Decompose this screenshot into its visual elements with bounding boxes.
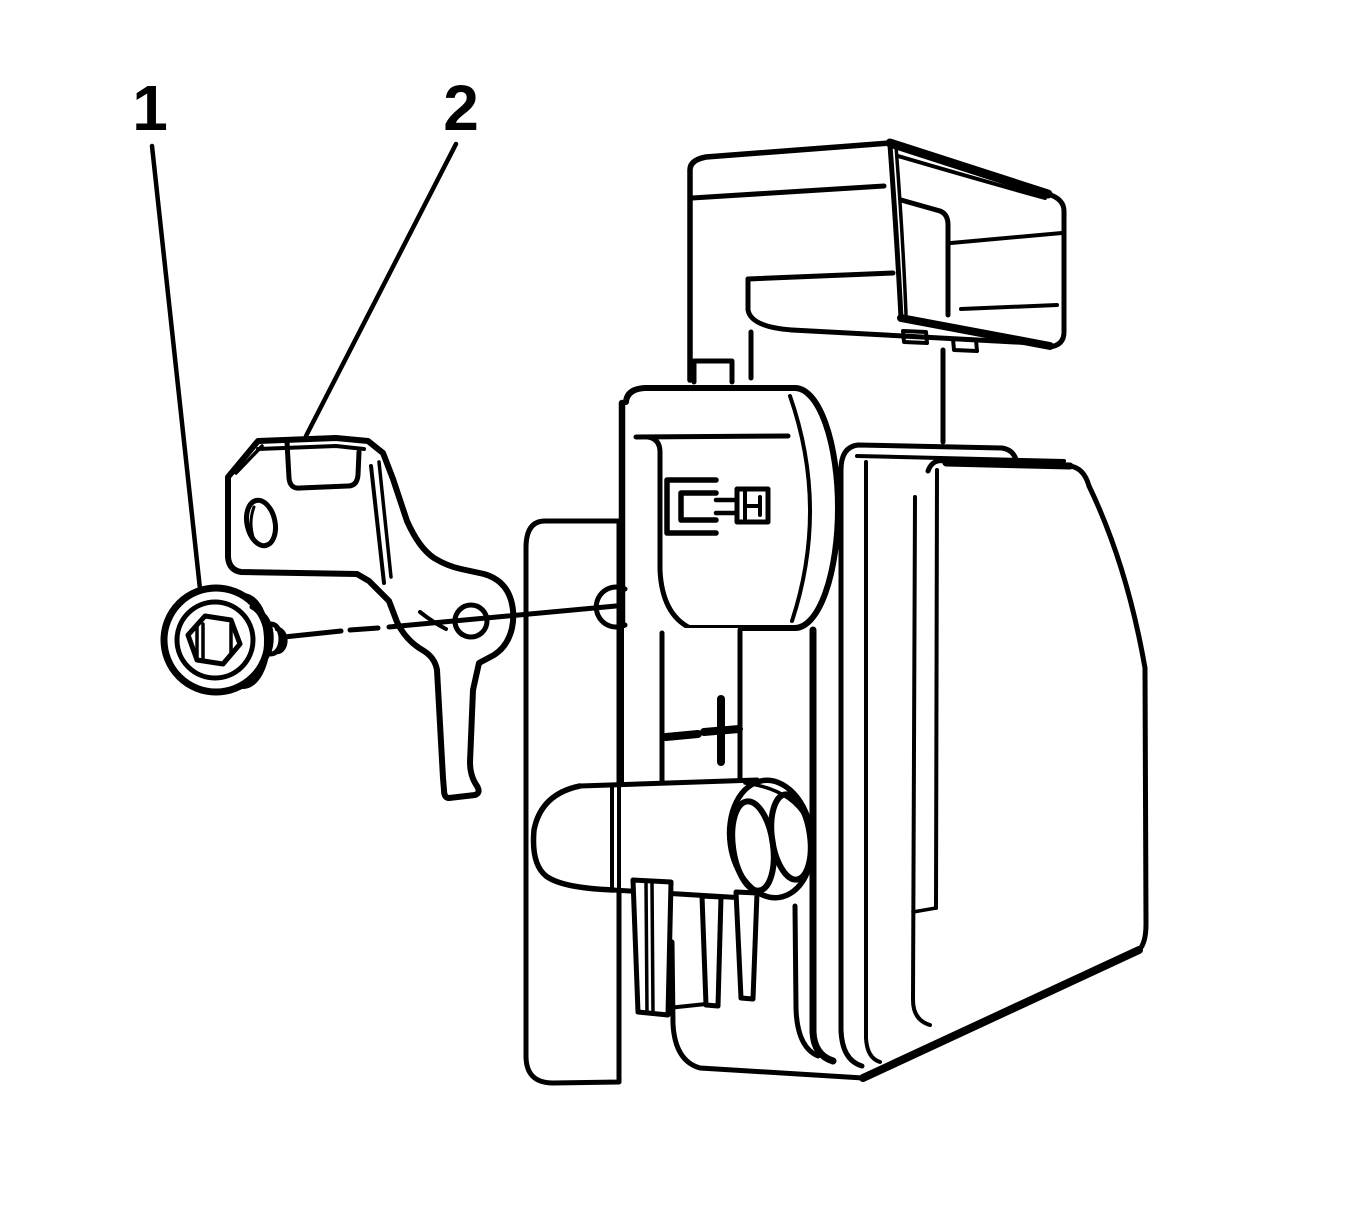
bolt-hex-socket <box>185 613 243 667</box>
underside-tab <box>951 337 979 353</box>
callout-label-1: 1 <box>132 72 168 144</box>
cross-position-mark <box>662 695 743 766</box>
module-boss-cylinder <box>618 385 841 794</box>
callouts: 1 2 <box>132 72 479 592</box>
assembly-centerline <box>281 603 619 640</box>
module-main-body <box>669 442 1149 1082</box>
leader-line-1 <box>149 143 203 592</box>
leader-line-2 <box>303 141 459 439</box>
module-strap <box>624 627 743 791</box>
twin-port-barrel <box>530 777 816 901</box>
module-top-connector-housing <box>687 138 1067 445</box>
connector-symbol-icon <box>664 477 771 536</box>
bolt <box>160 584 288 696</box>
connector-blades <box>630 877 760 1018</box>
arm-step <box>691 358 735 385</box>
callout-label-2: 2 <box>443 72 479 144</box>
port-opening <box>768 791 814 883</box>
underside-tab <box>901 329 929 345</box>
